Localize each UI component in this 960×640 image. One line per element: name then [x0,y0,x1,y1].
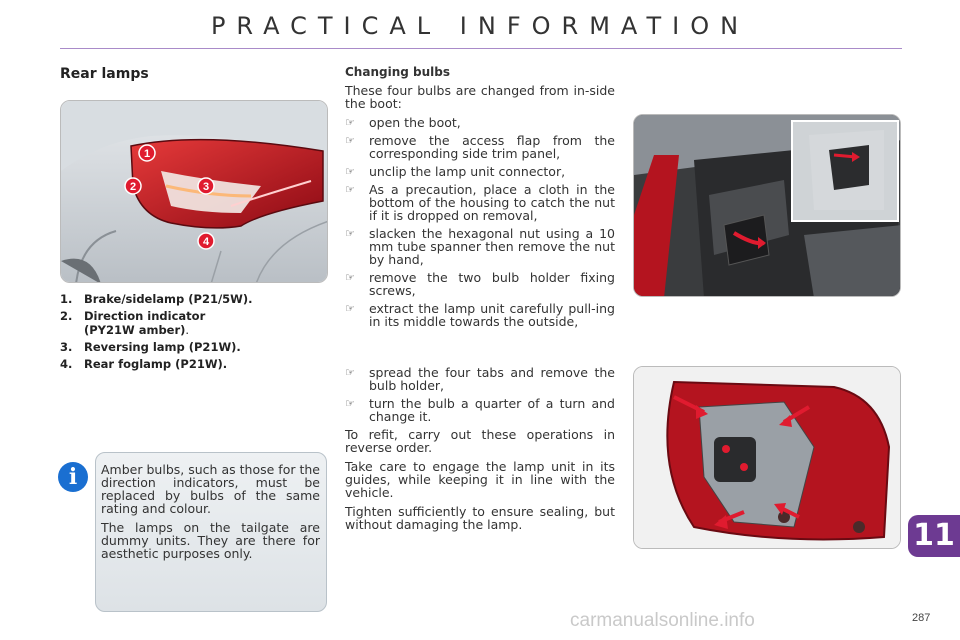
legend-item: 3.Reversing lamp (P21W). [60,340,241,354]
hand-pointer-icon: ☞ [345,302,355,315]
step-item: ☞remove the access flap from the corresp… [345,133,615,161]
hand-pointer-icon: ☞ [345,366,355,379]
hand-pointer-icon: ☞ [345,116,355,129]
changing-intro: These four bulbs are changed from in-sid… [345,83,615,111]
boot-interior-photo [633,114,901,297]
step-item: ☞As a precaution, place a cloth in the b… [345,182,615,223]
callout-3: 3 [203,181,209,193]
step-item: ☞unclip the lamp unit connector, [345,164,566,179]
hand-pointer-icon: ☞ [345,397,355,410]
tighten-paragraph: Tighten sufficiently to ensure sealing, … [345,504,615,532]
callout-1: 1 [144,148,150,160]
step-item: ☞spread the four tabs and remove the bul… [345,365,615,393]
legend-item: 4.Rear foglamp (P21W). [60,357,228,371]
chapter-tab: 11 [908,515,960,557]
section-title: Rear lamps [60,66,149,82]
bulb-legend: 1.Brake/sidelamp (P21/5W). 2.Direction i… [60,292,320,374]
callout-4: 4 [203,236,210,248]
guides-paragraph: Take care to engage the lamp unit in its… [345,459,615,500]
lamp-unit-rear-photo [633,366,901,549]
changing-bulbs-section: Changing bulbs These four bulbs are chan… [345,66,615,333]
page-header-title: PRACTICAL INFORMATION [210,12,750,40]
callout-2: 2 [130,181,136,193]
header-divider [60,48,902,49]
rear-lamp-photo: 1 2 3 4 [60,100,328,283]
step-item: ☞turn the bulb a quarter of a turn and c… [345,396,615,424]
step-item: ☞extract the lamp unit carefully pull-in… [345,301,615,329]
hand-pointer-icon: ☞ [345,134,355,147]
legend-item: 2.Direction indicator(PY21W amber). [60,309,206,337]
watermark: carmanualsonline.info [570,610,755,631]
hand-pointer-icon: ☞ [345,165,355,178]
info-icon: i [58,462,88,492]
page-number: 287 [912,612,931,624]
info-paragraph: The lamps on the tailgate are dummy unit… [101,520,320,561]
legend-item: 1.Brake/sidelamp (P21/5W). [60,292,253,306]
changing-bulbs-title: Changing bulbs [345,65,450,79]
hand-pointer-icon: ☞ [345,271,355,284]
info-paragraph: Amber bulbs, such as those for the direc… [101,462,320,516]
step-item: ☞open the boot, [345,115,461,130]
step-item: ☞slacken the hexagonal nut using a 10 mm… [345,226,615,267]
refit-paragraph: To refit, carry out these operations in … [345,427,615,455]
changing-bulbs-continued: ☞spread the four tabs and remove the bul… [345,366,615,537]
info-note-box: Amber bulbs, such as those for the direc… [95,452,327,612]
step-item: ☞remove the two bulb holder fixing screw… [345,270,615,298]
hand-pointer-icon: ☞ [345,227,355,240]
hand-pointer-icon: ☞ [345,183,355,196]
